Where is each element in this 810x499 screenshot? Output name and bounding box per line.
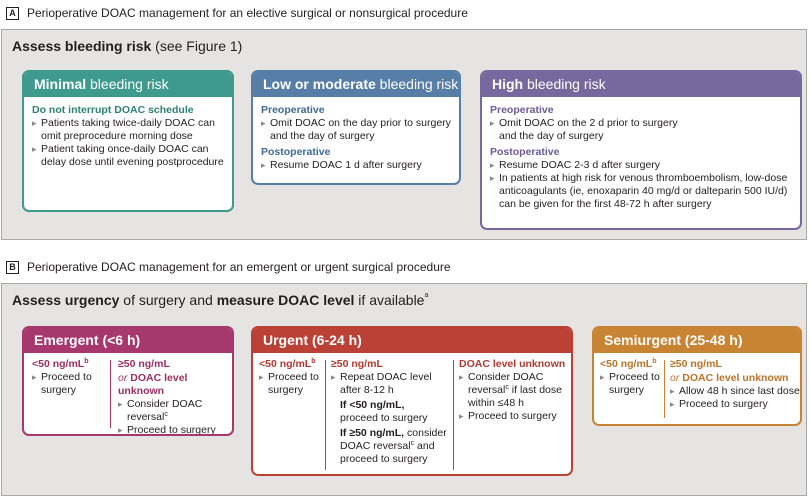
high-risk-title-bold: High [492,76,524,92]
urgent-unknown-label: DOAC level unknown [459,358,566,370]
emergent-or: or [118,372,128,384]
emergent-reversal-item: Consider DOAC reversal [127,398,203,423]
panel-a-letter: A [6,6,19,20]
urgent-col-low: <50 ng/mLb Proceed to surgery [259,357,321,397]
urgent-if-low: If <50 ng/mL, [340,399,405,411]
semiurgent-proceed-item: Proceed to surgery [670,398,800,411]
emergent-proceed-item: Proceed to surgery [118,424,232,434]
urgent-if-high-action: consider DOAC reversal [340,427,447,452]
urgent-reversal-item: Consider DOAC reversal [468,371,544,396]
low-risk-preoperative-label: Preoperative [261,104,325,116]
urgent-col-unknown: DOAC level unknown Consider DOAC reversa… [459,357,569,423]
semiurgent-col-high: ≥50 ng/mL or DOAC level unknown Allow 48… [670,357,800,411]
footnote-b-marker: b [84,358,89,365]
emergent-low-label: <50 ng/mL [32,358,85,370]
high-risk-post-item: In patients at high risk for venous thro… [490,172,792,211]
panel-a: Assess bleeding risk (see Figure 1) Mini… [1,29,807,240]
urgent-divider [453,360,454,470]
high-risk-pre-item: Omit DOAC on the 2 d prior to surgery an… [490,117,690,143]
low-risk-post-item: Resume DOAC 1 d after surgery [261,159,451,172]
low-risk-postoperative-label: Postoperative [261,146,331,158]
high-risk-header: High bleeding risk [482,72,800,97]
footnote-b-marker: b [652,358,657,365]
urgent-col-high: ≥50 ng/mL Repeat DOAC level after 8-12 h… [331,357,449,466]
urgent-divider [325,360,326,470]
panel-a-title: Assess bleeding risk (see Figure 1) [12,38,242,54]
panel-a-heading: A Perioperative DOAC management for an e… [6,6,468,20]
panel-b-title-mid: of surgery and [119,292,217,308]
panel-b-title-rest: if available [354,292,425,308]
panel-b-letter: B [6,260,19,274]
emergent-header: Emergent (<6 h) [24,328,232,353]
low-risk-pre-item: Omit DOAC on the day prior to surgery an… [261,117,451,143]
minimal-risk-item: Patient taking once-daily DOAC can delay… [32,143,224,169]
minimal-risk-box: Minimal bleeding risk Do not interrupt D… [22,70,234,212]
semiurgent-divider [664,360,665,418]
semiurgent-low-item: Proceed to surgery [600,371,668,397]
minimal-risk-item: Patients taking twice-daily DOAC can omi… [32,117,224,143]
panel-b-title-bold1: Assess urgency [12,292,120,308]
semiurgent-low-label: <50 ng/mL [600,358,653,370]
emergent-low-item: Proceed to surgery [32,371,104,397]
urgent-low-item: Proceed to surgery [259,371,321,397]
panel-a-title-rest: (see Figure 1) [151,38,243,54]
panel-b: Assess urgency of surgery and measure DO… [1,283,807,496]
emergent-high-label: ≥50 ng/mL [118,358,170,370]
high-risk-post-item: Resume DOAC 2-3 d after surgery [490,159,792,172]
urgent-high-label: ≥50 ng/mL [331,358,383,370]
semiurgent-wait-item: Allow 48 h since last dose [670,385,800,398]
high-risk-box: High bleeding risk Preoperative Omit DOA… [480,70,802,230]
urgent-if-low-action: proceed to surgery [340,412,428,424]
urgent-header: Urgent (6-24 h) [253,328,571,353]
high-risk-postoperative-label: Postoperative [490,146,560,158]
semiurgent-col-low: <50 ng/mLb Proceed to surgery [600,357,668,397]
footnote-b-marker: b [311,358,316,365]
urgent-if-high-proceed: and proceed to surgery [340,440,435,465]
panel-b-heading-text: Perioperative DOAC management for an eme… [27,260,451,274]
low-risk-title-rest: bleeding risk [375,76,459,92]
panel-a-title-bold: Assess bleeding risk [12,38,152,54]
panel-b-heading: B Perioperative DOAC management for an e… [6,260,451,274]
low-risk-box: Low or moderate bleeding risk Preoperati… [251,70,461,185]
semiurgent-unknown-label: DOAC level unknown [682,372,789,384]
urgent-reversal-condition: if last dose within ≤48 h [468,384,562,409]
panel-b-title: Assess urgency of surgery and measure DO… [12,292,428,308]
emergent-divider [110,360,111,428]
urgent-repeat-item: Repeat DOAC level after 8-12 h [331,371,449,397]
urgent-proceed-item: Proceed to surgery [459,410,569,423]
panel-a-heading-text: Perioperative DOAC management for an ele… [27,6,468,20]
emergent-col-low: <50 ng/mLb Proceed to surgery [32,357,104,397]
minimal-risk-subheading: Do not interrupt DOAC schedule [32,104,194,116]
footnote-a-marker: a [424,292,429,299]
urgent-if-high: If ≥50 ng/mL, [340,427,405,439]
minimal-risk-title-bold: Minimal [34,76,87,92]
footnote-c-marker: c [410,440,415,447]
low-risk-header: Low or moderate bleeding risk [253,72,459,97]
semiurgent-title: Semiurgent (25-48 h) [604,332,743,348]
high-risk-title-rest: bleeding risk [523,76,606,92]
footnote-c-marker: c [164,411,168,418]
minimal-risk-title-rest: bleeding risk [86,76,169,92]
panel-b-title-bold2: measure DOAC level [216,292,355,308]
footnote-c-marker: c [505,384,509,391]
minimal-risk-header: Minimal bleeding risk [24,72,232,97]
emergent-title: Emergent (<6 h) [34,332,141,348]
emergent-unknown-label: DOAC level unknown [118,372,188,397]
urgent-title: Urgent (6-24 h) [263,332,362,348]
semiurgent-high-label: ≥50 ng/mL [670,358,722,370]
semiurgent-header: Semiurgent (25-48 h) [594,328,800,353]
urgent-low-label: <50 ng/mL [259,358,312,370]
urgent-box: Urgent (6-24 h) <50 ng/mLb Proceed to su… [251,326,573,476]
semiurgent-box: Semiurgent (25-48 h) <50 ng/mLb Proceed … [592,326,802,426]
emergent-box: Emergent (<6 h) <50 ng/mLb Proceed to su… [22,326,234,436]
emergent-col-high: ≥50 ng/mL or DOAC level unknown Consider… [118,357,232,434]
semiurgent-or: or [670,372,680,384]
high-risk-preoperative-label: Preoperative [490,104,554,116]
low-risk-title-bold: Low or moderate [263,76,376,92]
